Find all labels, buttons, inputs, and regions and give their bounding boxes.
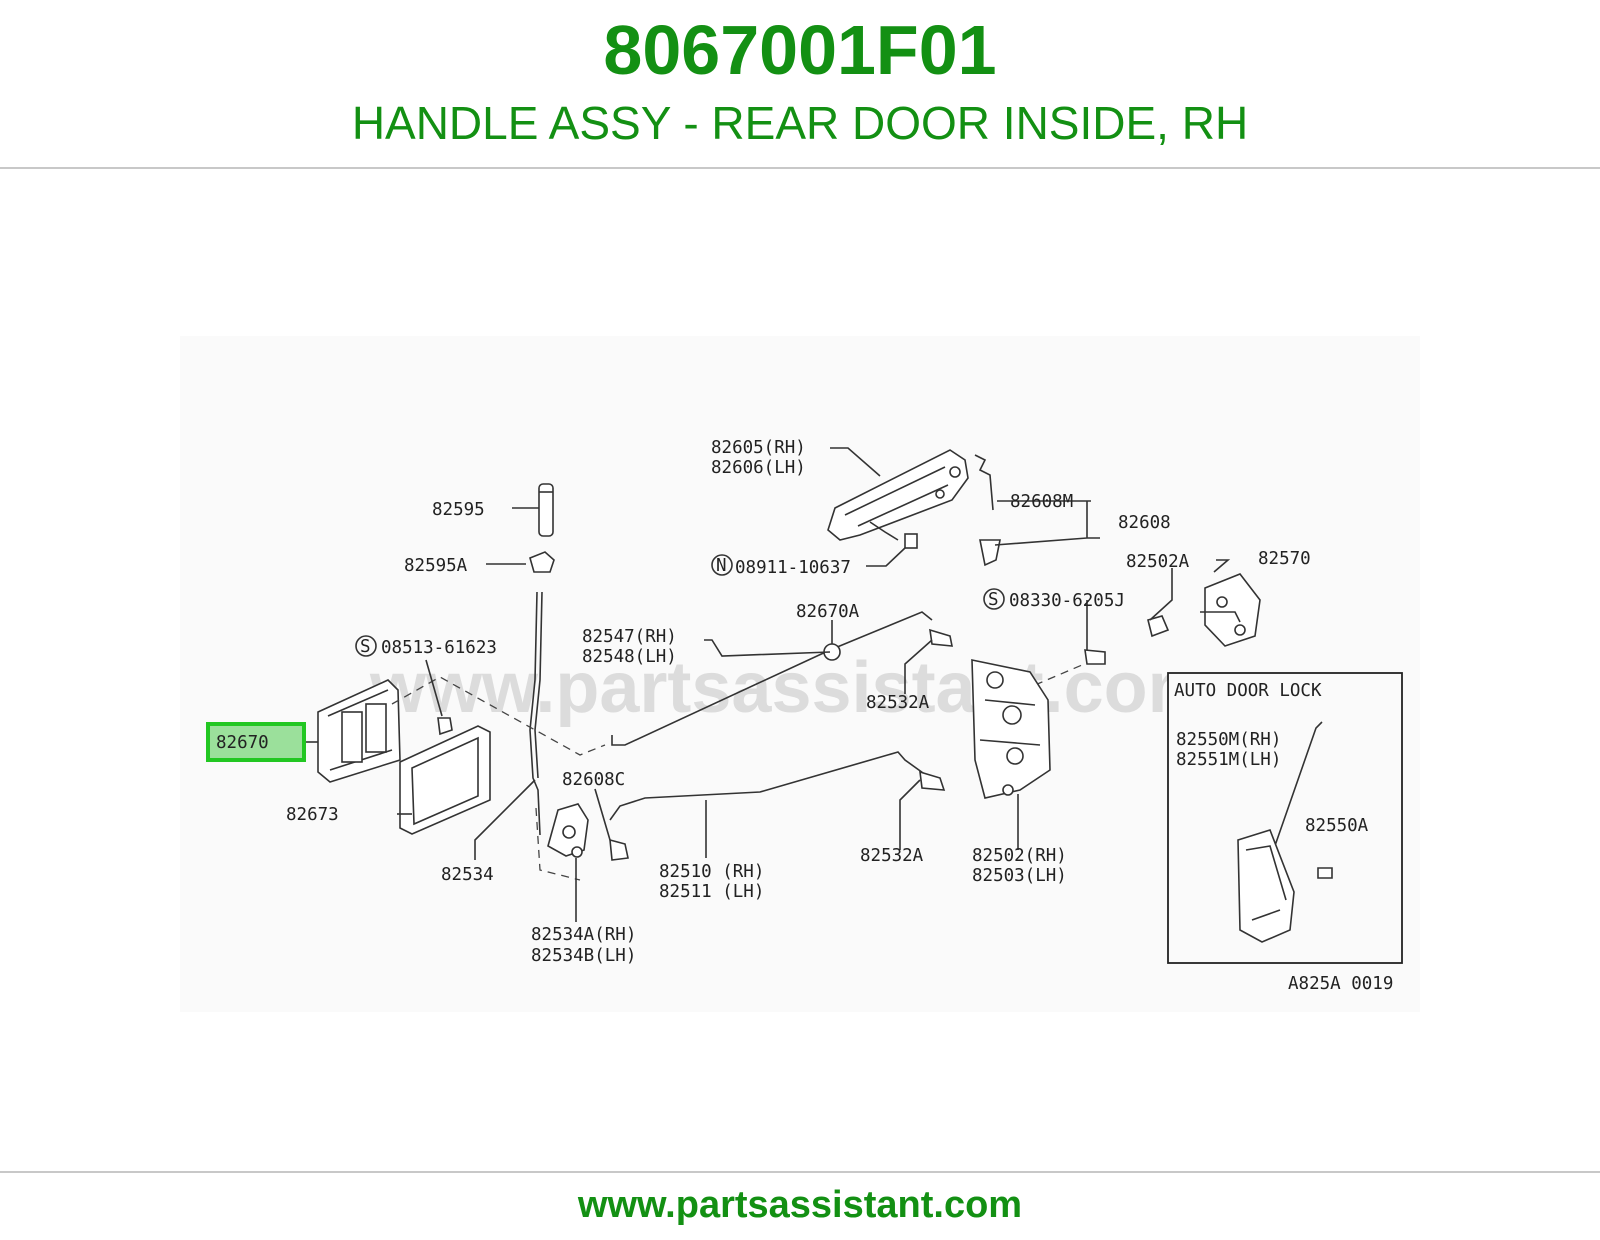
s-symbol-icon — [355, 635, 377, 657]
clip-82608c-drawing — [609, 838, 629, 861]
door-lock-82502-drawing — [971, 659, 1051, 799]
watermark-text: www.partsassistant.com — [369, 648, 1212, 728]
screw-08513-drawing — [437, 717, 453, 736]
callout-82532a-lower[interactable]: 82532A — [860, 846, 924, 866]
striker-82570-drawing — [1200, 573, 1261, 647]
s-symbol-letter: S — [988, 590, 999, 610]
grommet-82608-drawing — [979, 539, 1001, 567]
callout-82550m[interactable]: 82550M(RH) — [1176, 730, 1281, 750]
callout-82608m[interactable]: 82608M — [1010, 492, 1073, 512]
inset-title: AUTO DOOR LOCK — [1174, 681, 1322, 701]
callout-82510[interactable]: 82510 (RH) — [659, 862, 764, 882]
s-symbol-letter: S — [360, 637, 371, 657]
callout-08513[interactable]: 08513-61623 — [381, 638, 497, 658]
callout-82670[interactable]: 82670 — [216, 733, 269, 753]
part-number: 8067001F01 — [603, 11, 997, 89]
rod-82547-drawing — [611, 611, 933, 746]
callout-82595[interactable]: 82595 — [432, 500, 485, 520]
rod-82608m-drawing — [974, 454, 994, 511]
callout-08330[interactable]: 08330-6205J — [1009, 591, 1125, 611]
shim-82502a-drawing — [1147, 615, 1170, 638]
leader-lines — [302, 447, 1353, 922]
callout-82547[interactable]: 82547(RH) — [582, 627, 677, 647]
callout-82534[interactable]: 82534 — [441, 865, 494, 885]
parts-diagram: www.partsassistant.com — [180, 336, 1420, 1012]
n-symbol-letter: N — [716, 556, 727, 576]
figure-code: A825A 0019 — [1288, 974, 1393, 994]
part-description: HANDLE ASSY - REAR DOOR INSIDE, RH — [351, 97, 1249, 149]
callout-82534b[interactable]: 82534B(LH) — [531, 946, 636, 966]
callout-82608c[interactable]: 82608C — [562, 770, 625, 790]
inside-handle-82670-drawing — [317, 679, 401, 783]
header-divider — [0, 167, 1600, 169]
n-symbol-icon — [711, 554, 733, 576]
callout-82673[interactable]: 82673 — [286, 805, 339, 825]
screw-08330-drawing — [1084, 649, 1106, 665]
lock-rod-82534-drawing — [529, 591, 541, 836]
callout-82550a[interactable]: 82550A — [1305, 816, 1369, 836]
callout-82502a[interactable]: 82502A — [1126, 552, 1190, 572]
escutcheon-82673-drawing — [399, 725, 491, 835]
footer-url-link[interactable]: www.partsassistant.com — [577, 1184, 1023, 1226]
callout-82534a[interactable]: 82534A(RH) — [531, 925, 636, 945]
callout-82532a-upper[interactable]: 82532A — [866, 693, 930, 713]
footer-divider — [0, 1171, 1600, 1173]
callout-82551m[interactable]: 82551M(LH) — [1176, 750, 1281, 770]
bellcrank-82534a-drawing — [547, 803, 589, 858]
callout-08911[interactable]: 08911-10637 — [735, 558, 851, 578]
assembly-line — [391, 676, 606, 756]
rod-82510-drawing — [609, 751, 931, 821]
callout-82670a[interactable]: 82670A — [796, 602, 860, 622]
callout-82503[interactable]: 82503(LH) — [972, 866, 1067, 886]
clip-82532a-drawing — [929, 628, 953, 647]
highlighted-part-box[interactable] — [206, 722, 306, 762]
callout-82606[interactable]: 82606(LH) — [711, 458, 806, 478]
knob-82595-drawing — [538, 483, 554, 537]
callout-82548[interactable]: 82548(LH) — [582, 647, 677, 667]
assembly-line — [535, 807, 581, 881]
outside-handle-drawing — [827, 449, 969, 549]
bushing-82595a-drawing — [529, 551, 555, 573]
clip-82532a-lower-drawing — [919, 770, 946, 791]
page-header: 8067001F01 HANDLE ASSY - REAR DOOR INSID… — [0, 0, 1600, 168]
callout-82502[interactable]: 82502(RH) — [972, 846, 1067, 866]
callout-82511[interactable]: 82511 (LH) — [659, 882, 764, 902]
assembly-line — [1034, 664, 1083, 686]
callout-82605[interactable]: 82605(RH) — [711, 438, 806, 458]
callout-82608[interactable]: 82608 — [1118, 513, 1171, 533]
parts-diagram-svg: www.partsassistant.com — [206, 438, 1403, 994]
auto-door-lock-inset: AUTO DOOR LOCK 82550M(RH) 82551M(LH) 825… — [1167, 672, 1403, 964]
s-symbol-icon — [983, 588, 1005, 610]
callout-82595a[interactable]: 82595A — [404, 556, 468, 576]
callout-82570[interactable]: 82570 — [1258, 549, 1311, 569]
